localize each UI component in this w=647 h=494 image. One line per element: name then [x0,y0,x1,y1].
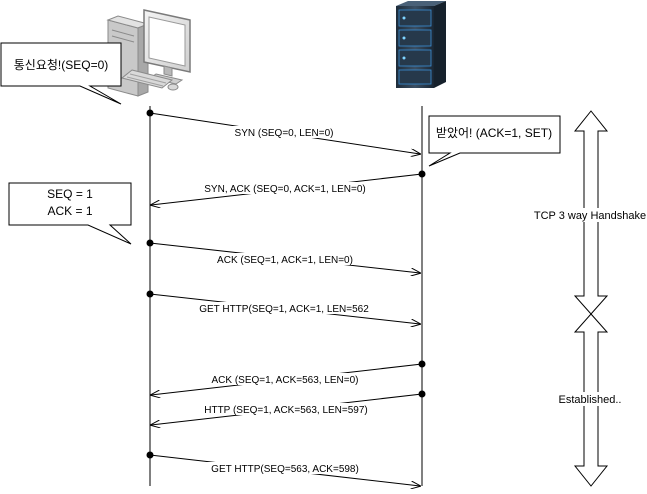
client-request-callout-text: 통신요청!(SEQ=0) [14,58,109,72]
message-label-http-597: HTTP (SEQ=1, ACK=563, LEN=597) [204,405,368,416]
established-label: Established.. [559,394,622,406]
client-request-callout: 통신요청!(SEQ=0) [0,42,122,105]
message-3: ACK (SEQ=1, ACK=1, LEN=0) [146,239,421,274]
client-ack-line-1: SEQ = 1 [47,187,93,201]
message-1: SYN (SEQ=0, LEN=0) [146,109,421,155]
message-6: HTTP (SEQ=1, ACK=563, LEN=597) [151,390,426,426]
client-ack-line-2: ACK = 1 [47,204,92,218]
message-label-get-http-2: GET HTTP(SEQ=563, ACK=598) [211,464,359,475]
message-label-get-http-1: GET HTTP(SEQ=1, ACK=1, LEN=562 [199,304,369,315]
server-reply-callout-text: 받았어! (ACK=1, SET) [436,126,552,140]
server-reply-callout: 받았어! (ACK=1, SET) [428,115,561,167]
message-7: GET HTTP(SEQ=563, ACK=598) [146,451,421,487]
message-label-syn-ack: SYN, ACK (SEQ=0, ACK=1, LEN=0) [204,184,365,195]
server-rack-icon [396,1,446,88]
message-5: ACK (SEQ=1, ACK=563, LEN=0) [151,360,426,396]
message-4: GET HTTP(SEQ=1, ACK=1, LEN=562 [146,290,421,325]
established-double-arrow: Established.. [556,313,626,487]
message-label-syn: SYN (SEQ=0, LEN=0) [235,128,334,139]
message-label-ack-563: ACK (SEQ=1, ACK=563, LEN=0) [211,375,358,386]
handshake-label: TCP 3 way Handshake [534,210,646,222]
client-ack-callout: SEQ = 1 ACK = 1 [8,182,132,245]
message-2: SYN, ACK (SEQ=0, ACK=1, LEN=0) [151,170,426,206]
message-label-ack: ACK (SEQ=1, ACK=1, LEN=0) [217,255,353,266]
